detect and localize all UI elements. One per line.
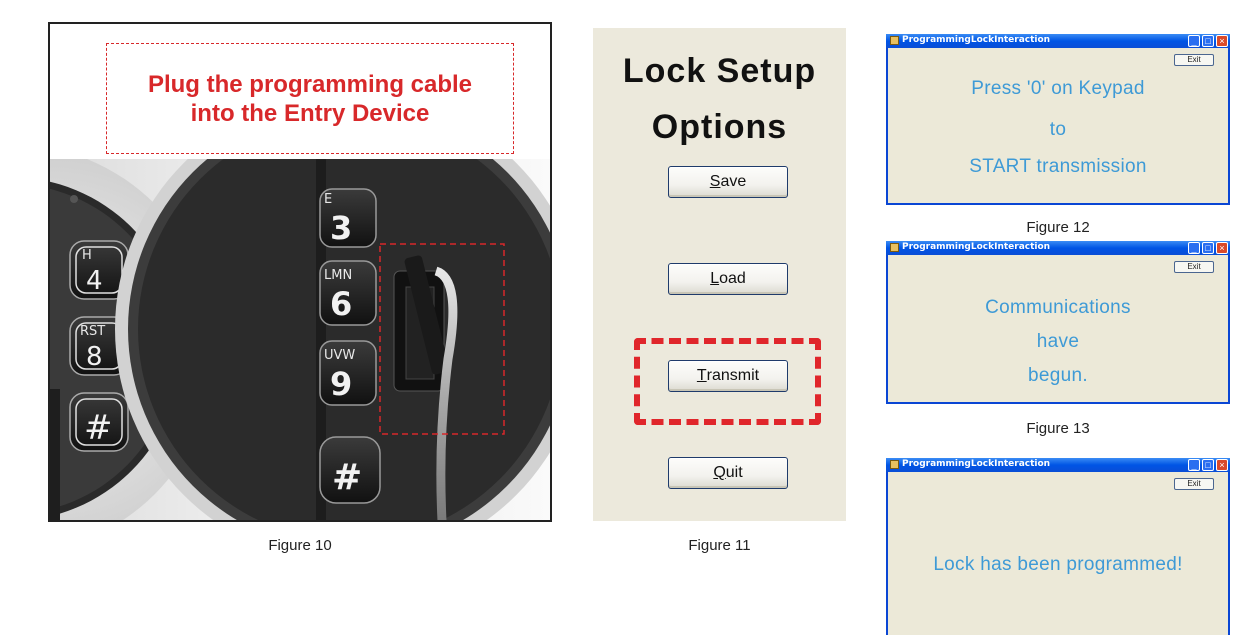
- window-titlebar: ProgrammingLockInteraction _ □ ×: [886, 458, 1230, 472]
- key-8-letters: RST: [80, 324, 105, 339]
- app-icon: [890, 36, 899, 45]
- message-line-2: to: [1049, 119, 1067, 140]
- message-line-1: Communications: [985, 297, 1131, 318]
- callout-line-2: into the Entry Device: [190, 99, 430, 127]
- figure-13-caption: Figure 13: [1026, 420, 1090, 437]
- close-icon[interactable]: ×: [1216, 459, 1228, 471]
- window-titlebar: ProgrammingLockInteraction _ □ ×: [886, 34, 1230, 48]
- transmit-label-rest: ransmit: [706, 367, 760, 384]
- key-hash-right-label: #: [332, 457, 362, 498]
- port-highlight-box: [379, 243, 505, 435]
- minimize-icon[interactable]: _: [1188, 459, 1200, 471]
- app-icon: [890, 460, 899, 469]
- key-6-letters: LMN: [324, 268, 352, 283]
- window-title: ProgrammingLockInteraction: [902, 35, 1051, 45]
- key-hash-left-label: #: [84, 408, 113, 448]
- save-accel-key: S: [709, 173, 721, 190]
- load-accel-key: L: [710, 270, 720, 287]
- transmit-highlight-box: [634, 338, 821, 425]
- exit-button[interactable]: Exit: [1174, 478, 1214, 490]
- figure-10-photo: Plug the programming cable into the Entr…: [48, 22, 552, 522]
- message-line-1: Lock has been programmed!: [933, 554, 1183, 575]
- figure-12-caption: Figure 12: [1026, 219, 1090, 236]
- exit-button[interactable]: Exit: [1174, 261, 1214, 273]
- entry-device-port: [393, 255, 458, 520]
- programming-window-press-0: ProgrammingLockInteraction _ □ × Exit Pr…: [886, 34, 1230, 205]
- close-icon[interactable]: ×: [1216, 242, 1228, 254]
- quit-accel-key: Q: [713, 464, 726, 481]
- message-line-3: START transmission: [969, 156, 1147, 177]
- callout-line-1: Plug the programming cable: [147, 70, 473, 98]
- keypad-right-keys: [319, 188, 381, 504]
- maximize-icon[interactable]: □: [1202, 35, 1214, 47]
- save-label-rest: ave: [720, 173, 747, 190]
- key-9-letters: UVW: [324, 348, 355, 363]
- keypad-left-keys: [50, 240, 129, 520]
- load-label-rest: oad: [719, 270, 746, 287]
- key-3-label: 3: [330, 209, 352, 247]
- options-title: Options: [651, 108, 788, 146]
- figure-10-caption: Figure 10: [268, 537, 332, 554]
- minimize-icon[interactable]: _: [1188, 242, 1200, 254]
- transmit-accel-key: T: [696, 367, 707, 384]
- close-icon[interactable]: ×: [1216, 35, 1228, 47]
- window-titlebar: ProgrammingLockInteraction _ □ ×: [886, 241, 1230, 255]
- lock-setup-title: Lock Setup: [622, 52, 817, 90]
- figure-11-caption: Figure 11: [688, 537, 751, 554]
- programming-window-complete: ProgrammingLockInteraction _ □ × Exit Lo…: [886, 458, 1230, 635]
- message-line-1: Press '0' on Keypad: [971, 78, 1145, 99]
- app-icon: [890, 243, 899, 252]
- key-9-label: 9: [330, 365, 352, 403]
- message-line-3: begun.: [1028, 365, 1088, 386]
- instruction-callout: Plug the programming cable into the Entr…: [106, 43, 514, 154]
- key-6-label: 6: [330, 285, 352, 323]
- key-4-letters: H: [82, 248, 92, 263]
- quit-label-rest: uit: [725, 464, 743, 481]
- programming-window-communications: ProgrammingLockInteraction _ □ × Exit Co…: [886, 241, 1230, 404]
- key-8-label: 8: [86, 342, 103, 372]
- keypad-photo: H 4 RST 8 # E 3 LMN 6 UVW 9 #: [50, 159, 550, 520]
- message-line-2: have: [1036, 331, 1080, 352]
- window-title: ProgrammingLockInteraction: [902, 242, 1051, 252]
- window-title: ProgrammingLockInteraction: [902, 459, 1051, 469]
- maximize-icon[interactable]: □: [1202, 242, 1214, 254]
- minimize-icon[interactable]: _: [1188, 35, 1200, 47]
- maximize-icon[interactable]: □: [1202, 459, 1214, 471]
- key-4-label: 4: [86, 266, 103, 296]
- key-3-letters: E: [324, 192, 332, 207]
- exit-button[interactable]: Exit: [1174, 54, 1214, 66]
